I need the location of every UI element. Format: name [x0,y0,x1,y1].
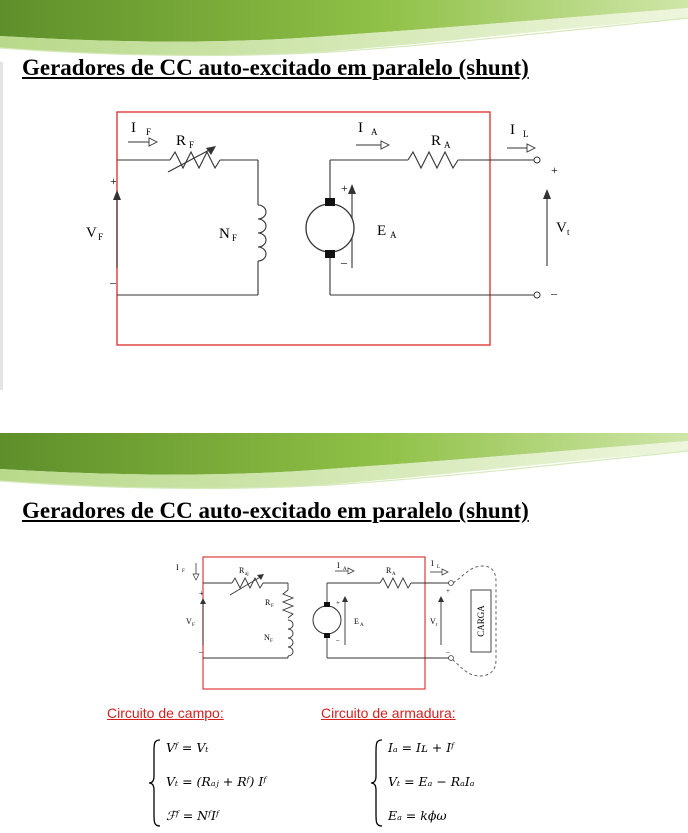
svg-text:L: L [523,129,529,139]
armature-resistor [407,150,459,170]
vf-plus: + [110,174,117,188]
svg-text:F: F [232,233,237,243]
svg-text:A: A [343,567,347,572]
label-il: I [431,559,434,568]
svg-text:F: F [189,140,194,150]
svg-text:F: F [146,127,151,137]
slide-banner [0,433,688,490]
svg-text:aj: aj [245,572,249,577]
svg-text:t: t [436,623,438,628]
svg-text:A: A [444,140,451,150]
load-box [470,589,492,653]
armature-eq-1: Iₐ = Iʟ + Iᶠ [388,740,455,755]
slide-banner [0,0,688,57]
field-coil [257,204,267,262]
ea-minus: – [340,255,348,269]
svg-text:L: L [437,565,440,570]
armature-machine [305,203,355,253]
slide-title: Geradores de CC auto-excitado em paralel… [22,498,529,523]
field-eq-3: ℱᶠ = NᶠIᶠ [166,808,219,823]
slide-2: Geradores de CC auto-excitado em paralel… [0,433,688,833]
label-ea: E [377,223,386,239]
vf-minus: – [109,275,117,289]
svg-text:A: A [392,572,396,577]
label-if: I [176,563,179,572]
label-ra: R [431,133,441,149]
label-ia: I [358,120,363,136]
field-eq-2: Vₜ = (Rₐⱼ + Rᶠ) Iᶠ [166,774,267,789]
svg-text:+: + [336,599,340,607]
shunt-generator-circuit-with-load: CARGA I F R aj R F N F + V F – I A R A I… [176,556,497,690]
label-raj: R [239,566,245,575]
label-il: I [510,122,515,138]
armature-circuit-label: Circuito de armadura: [321,705,456,721]
armature-eq-2: Vₜ = Eₐ − RₐIₐ [388,774,475,789]
armature-eq-3: Eₐ = kϕω [388,808,447,823]
label-ea: E [354,617,359,626]
svg-text:t: t [567,227,570,237]
slide-gap [0,400,688,433]
terminal-negative [533,291,541,299]
vt-minus: – [550,286,558,300]
svg-text:–: – [198,647,204,656]
svg-text:F: F [271,604,274,609]
ea-plus: + [341,181,348,195]
svg-text:+: + [199,589,204,598]
vt-plus: + [551,163,558,177]
svg-text:F: F [192,623,195,628]
terminal-positive [533,156,541,164]
svg-text:–: – [445,648,450,656]
brace-icon [370,739,383,827]
brace-icon [148,739,161,827]
label-vf: V [86,225,97,241]
label-vt: V [556,220,567,236]
load-wire [452,565,497,677]
label-if: I [131,120,136,136]
svg-text:A: A [390,230,397,240]
svg-text:+: + [446,587,450,595]
label-vf: V [186,617,192,626]
label-rf: R [176,133,186,149]
label-carga: CARGA [476,605,486,637]
slide-1: Geradores de CC auto-excitado em paralel… [0,0,688,400]
slide-title: Geradores de CC auto-excitado em paralel… [22,55,529,80]
shunt-generator-circuit: I F R F I A R A I L + V F – N F + – E A … [86,111,570,346]
field-circuit-label: Circuito de campo: [107,705,224,721]
svg-text:A: A [371,127,378,137]
edge-shade [0,62,3,390]
field-resistor [169,150,221,170]
svg-text:F: F [270,639,273,644]
svg-text:A: A [360,623,364,628]
armature-equations: Iₐ = Iʟ + Iᶠ Vₜ = Eₐ − RₐIₐ Eₐ = kϕω [370,738,530,830]
svg-text:–: – [335,636,340,644]
label-ra: R [386,566,392,575]
label-rf: R [265,598,271,607]
svg-text:F: F [98,232,103,242]
field-eq-1: Vᶠ = Vₜ [166,740,209,755]
armature-machine [312,605,342,635]
label-vt: V [430,617,436,626]
field-equations: Vᶠ = Vₜ Vₜ = (Rₐⱼ + Rᶠ) Iᶠ ℱᶠ = NᶠIᶠ [148,738,308,830]
label-nf: N [219,226,230,242]
label-ia: I [337,561,340,570]
label-nf: N [264,633,270,642]
svg-text:F: F [182,569,185,574]
